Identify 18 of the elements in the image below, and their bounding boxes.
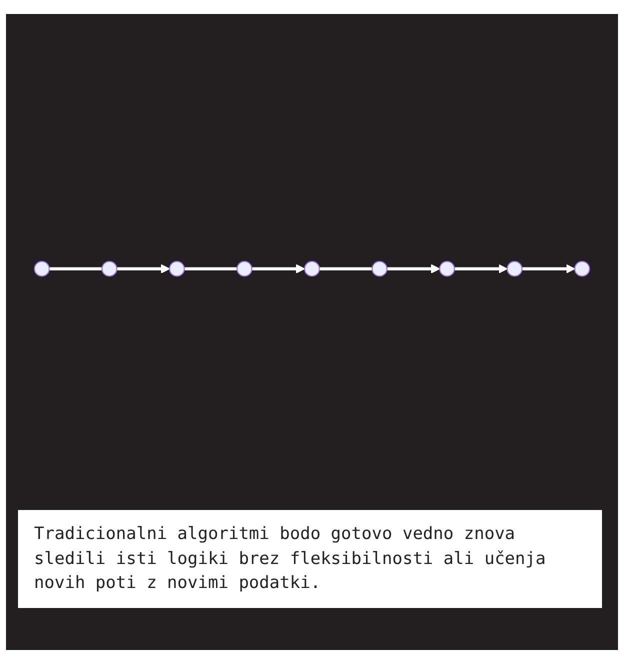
arrow	[252, 264, 306, 274]
node-circle	[304, 261, 320, 277]
caption: Tradicionalni algoritmi bodo gotovo vedno znova sledili isti logiki brez fleksibilnosti ali učenja novih poti z novimi podatki.	[18, 510, 602, 608]
node-circle	[574, 261, 590, 277]
arrow	[116, 264, 170, 274]
node-circle	[236, 261, 252, 277]
arrow	[454, 264, 508, 274]
node-circle	[506, 261, 523, 277]
connector	[184, 267, 238, 271]
node-circle	[372, 261, 388, 277]
node-circle	[169, 261, 185, 277]
node-circle	[439, 261, 455, 277]
node-circle	[34, 261, 50, 277]
connector	[49, 267, 102, 271]
arrow	[522, 264, 576, 274]
node-circle	[101, 261, 118, 277]
connector	[319, 267, 372, 271]
arrow	[386, 264, 440, 274]
